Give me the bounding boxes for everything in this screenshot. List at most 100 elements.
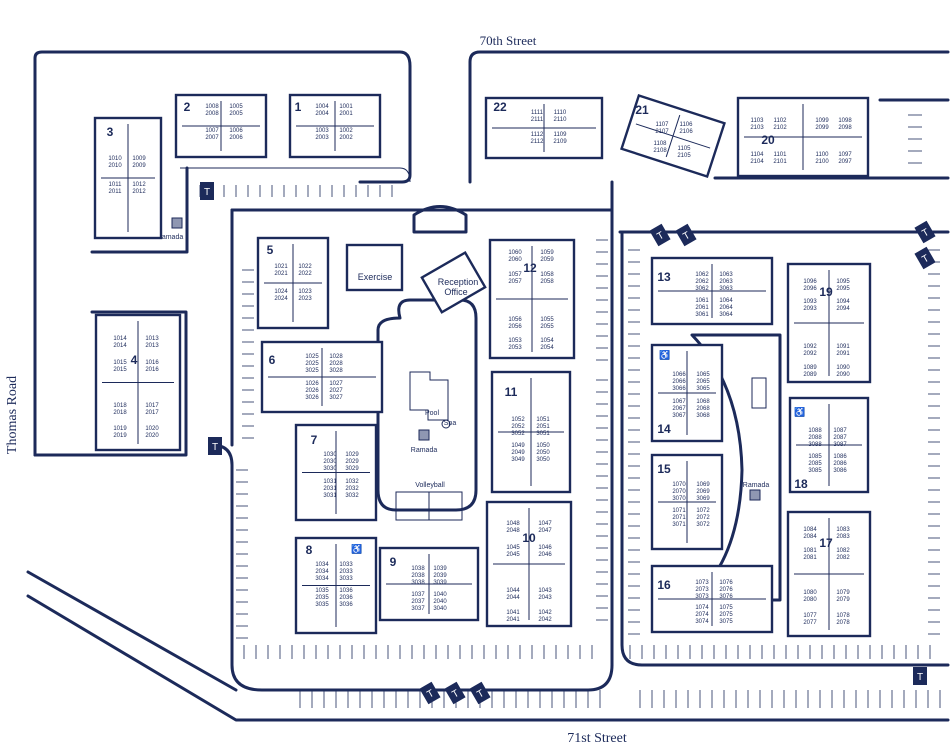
unit-number: 1065 — [696, 372, 710, 378]
unit-number: 2086 — [833, 461, 847, 467]
trash-icon: T — [444, 681, 466, 705]
unit-number: 1042 — [538, 610, 552, 616]
unit-number: 1109 — [554, 132, 568, 138]
unit-number: 2003 — [315, 135, 329, 141]
unit-number: 2012 — [132, 189, 146, 195]
unit-number: 1004 — [315, 104, 329, 110]
trash-icon: T — [419, 681, 441, 705]
unit-number: 2031 — [323, 486, 337, 492]
unit-number: 2036 — [339, 595, 353, 601]
unit-number: 3071 — [672, 522, 686, 528]
unit-number: 2059 — [540, 257, 554, 263]
unit-number: 2018 — [113, 410, 127, 416]
unit-number: 1107 — [656, 122, 670, 128]
building-number: 14 — [657, 422, 671, 436]
building-number: 11 — [505, 385, 518, 399]
unit-number: 1038 — [411, 566, 425, 572]
volleyball-label: Volleyball — [415, 482, 445, 489]
unit-number: 1106 — [680, 122, 694, 128]
unit-number: 2111 — [531, 117, 544, 123]
unit-number: 2020 — [145, 433, 159, 439]
unit-number: 1003 — [315, 128, 329, 134]
unit-number: 1112 — [531, 132, 544, 138]
unit-number: 2046 — [538, 552, 552, 558]
unit-number: 1026 — [305, 381, 319, 387]
unit-number: 2017 — [145, 410, 159, 416]
unit-number: 1082 — [836, 548, 850, 554]
unit-number: 2051 — [536, 424, 550, 430]
unit-number: 1081 — [803, 548, 817, 554]
unit-number: 2040 — [433, 599, 447, 605]
unit-number: 1027 — [329, 381, 343, 387]
unit-number: 1028 — [329, 354, 343, 360]
unit-number: 2038 — [411, 573, 425, 579]
building-14: 1410662066306610652065306510672067306710… — [650, 343, 724, 443]
accessible-icon-8: ♿ — [351, 543, 362, 554]
unit-number: 3037 — [411, 606, 425, 612]
building-number: 3 — [107, 125, 114, 139]
unit-number: 2062 — [695, 279, 709, 285]
unit-number: 2010 — [108, 163, 122, 169]
unit-number: 2034 — [315, 569, 329, 575]
building-number: 5 — [267, 243, 274, 257]
unit-number: 2074 — [695, 612, 709, 618]
trash-icon: T — [675, 223, 697, 247]
building-number: 19 — [819, 285, 833, 299]
unit-number: 1095 — [836, 279, 850, 285]
unit-number: 2105 — [677, 153, 691, 159]
svg-text:T: T — [917, 672, 923, 683]
office-label: Office — [444, 287, 467, 297]
unit-number: 1067 — [672, 399, 686, 405]
unit-number: 2090 — [836, 372, 850, 378]
unit-number: 2075 — [719, 612, 733, 618]
unit-number: 2093 — [803, 306, 817, 312]
trash-icon: T — [914, 246, 936, 270]
trash-icon: T — [200, 182, 214, 200]
unit-number: 3086 — [833, 468, 847, 474]
unit-number: 1008 — [205, 104, 219, 110]
unit-number: 2052 — [511, 424, 525, 430]
unit-number: 2023 — [298, 296, 312, 302]
unit-number: 3052 — [511, 431, 525, 437]
unit-number: 2009 — [132, 163, 146, 169]
unit-number: 2007 — [205, 135, 219, 141]
building-11: 1110522052305210512051305110492049304910… — [490, 370, 572, 494]
unit-number: 2081 — [803, 555, 817, 561]
unit-number: 3030 — [323, 466, 337, 472]
unit-number: 1054 — [540, 338, 554, 344]
unit-number: 2001 — [339, 111, 353, 117]
unit-number: 1020 — [145, 426, 159, 432]
unit-number: 2107 — [655, 129, 669, 135]
ramada-icon-pool — [418, 429, 430, 441]
unit-number: 2028 — [329, 361, 343, 367]
unit-number: 1023 — [298, 289, 312, 295]
unit-number: 2005 — [229, 111, 243, 117]
unit-number: 2008 — [205, 111, 219, 117]
unit-number: 3033 — [339, 576, 353, 582]
unit-number: 1086 — [833, 454, 847, 460]
unit-number: 2043 — [538, 595, 552, 601]
unit-number: 1005 — [229, 104, 243, 110]
unit-number: 1097 — [838, 152, 852, 158]
unit-number: 1072 — [696, 508, 710, 514]
building-number: 16 — [657, 578, 671, 592]
unit-number: 3049 — [511, 457, 525, 463]
playground-shape — [751, 377, 767, 409]
unit-number: 2056 — [508, 324, 522, 330]
unit-number: 2013 — [145, 343, 159, 349]
unit-number: 3031 — [323, 493, 337, 499]
unit-number: 1077 — [803, 613, 817, 619]
unit-number: 2079 — [836, 597, 850, 603]
building-number: 18 — [794, 477, 808, 491]
spa-shape — [441, 419, 451, 429]
unit-number: 1088 — [808, 428, 822, 434]
reception-office-building — [420, 250, 487, 314]
unit-number: 1017 — [145, 403, 159, 409]
amenity-area: Exercise Reception Office Pool Spa Ramad… — [157, 205, 782, 602]
